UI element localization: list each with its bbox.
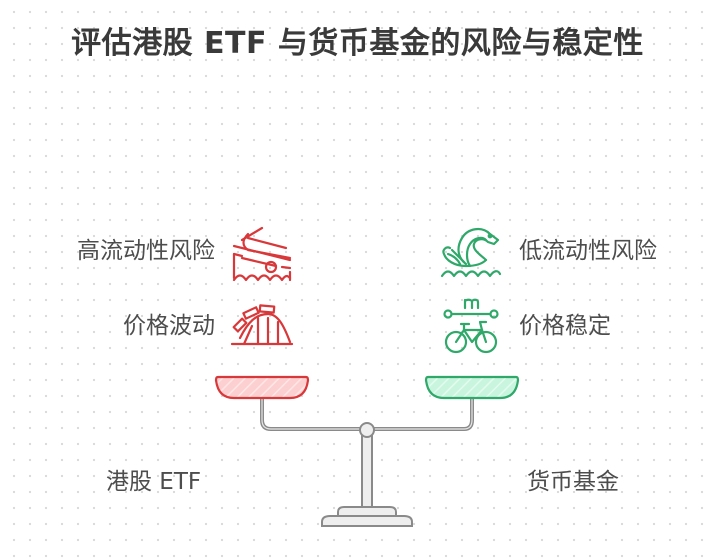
right-trait-label-2: 价格稳定 xyxy=(519,313,611,339)
scale-pole xyxy=(361,431,373,509)
left-trait-label-1: 高流动性风险 xyxy=(77,238,215,264)
bicycle-distance-icon xyxy=(443,298,499,354)
boat-sinking-icon xyxy=(232,226,292,282)
left-pan xyxy=(214,375,310,400)
left-trait-label-2: 价格波动 xyxy=(123,313,215,339)
roller-coaster-icon xyxy=(230,304,294,346)
right-pan xyxy=(424,375,520,400)
page-title: 评估港股 ETF 与货币基金的风险与稳定性 xyxy=(71,26,644,61)
left-category-label: 港股 ETF xyxy=(106,469,202,495)
scale-base xyxy=(321,506,413,527)
right-trait-label-1: 低流动性风险 xyxy=(519,238,657,264)
right-category-label: 货币基金 xyxy=(527,469,619,495)
swan-icon xyxy=(440,228,502,278)
scale-pivot xyxy=(359,422,375,438)
